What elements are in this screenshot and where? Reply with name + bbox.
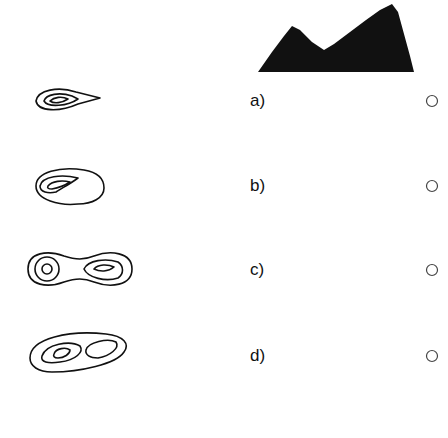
option-letter: c) xyxy=(250,260,264,280)
option-letter: a) xyxy=(250,91,265,111)
hill-silhouette xyxy=(258,4,414,72)
contour-map-a xyxy=(36,89,100,109)
option-letter: b) xyxy=(250,176,265,196)
contour-map-c xyxy=(28,253,132,285)
contour-map-b xyxy=(36,169,104,205)
answer-radio xyxy=(427,96,438,362)
contour-map-d xyxy=(30,333,126,372)
option-letter: d) xyxy=(250,346,265,366)
